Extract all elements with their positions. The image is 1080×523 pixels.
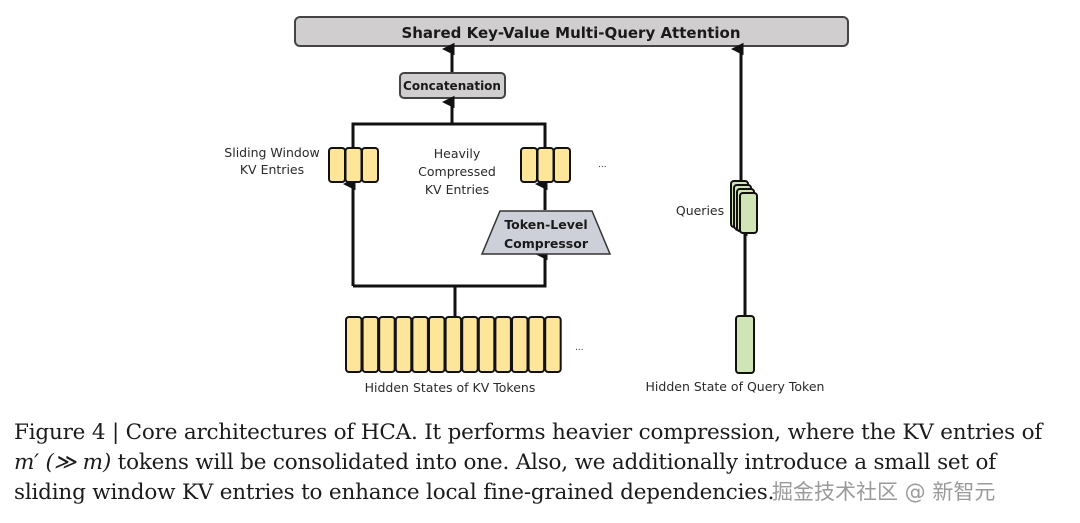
caption-line-2: m′ (≫ m) tokens will be consolidated int… (14, 448, 1074, 478)
caption-line-3: sliding window KV entries to enhance loc… (14, 480, 775, 505)
attention-block-label: Shared Key-Value Multi-Query Attention (401, 24, 740, 42)
query-token-hidden-state (735, 315, 755, 374)
sliding-window-label-line1: Sliding Window (224, 145, 319, 160)
compressed-ellipsis: ... (598, 160, 607, 170)
caption-line-1: Figure 4 | Core architectures of HCA. It… (14, 420, 1043, 445)
compressed-label-line3: KV Entries (425, 182, 489, 197)
compressed-label-line2: Compressed (418, 164, 496, 179)
sliding-window-entry (361, 147, 379, 183)
kv-token (378, 316, 396, 373)
compressed-entry (536, 147, 555, 183)
concatenation-label: Concatenation (403, 79, 501, 93)
kv-token (428, 316, 446, 373)
figure-caption: Figure 4 | Core architectures of HCA. It… (14, 418, 1074, 508)
sliding-window-entry (344, 147, 363, 183)
queries-label: Queries (676, 203, 724, 218)
kv-tokens-label: Hidden States of KV Tokens (365, 380, 536, 395)
sliding-window-kv-entries (328, 147, 379, 183)
caption-math: m′ (≫ m) (14, 450, 112, 475)
kv-tokens-ellipsis: ... (575, 343, 584, 353)
kv-token (527, 316, 546, 373)
kv-token (345, 316, 363, 373)
kv-token (544, 316, 562, 373)
caption-line-2-text: tokens will be consolidated into one. Al… (111, 450, 997, 475)
kv-token (494, 316, 512, 373)
queries-stack (730, 180, 758, 234)
line-merge-branches (351, 122, 547, 147)
line-kv-split (353, 262, 547, 288)
compressed-label-line1: Heavily (434, 146, 481, 161)
kv-token (361, 316, 380, 373)
concatenation-block: Concatenation (399, 72, 506, 99)
compressed-kv-entries (520, 147, 571, 183)
token-level-compressor: Token-Level Compressor (480, 210, 612, 255)
kv-token (394, 316, 413, 373)
connectors (342, 42, 748, 316)
watermark: 掘金技术社区 @ 新智元 (772, 480, 996, 504)
kv-token (477, 316, 496, 373)
compressed-entry (520, 147, 538, 183)
compressor-label-line1: Token-Level (504, 217, 587, 232)
attention-block: Shared Key-Value Multi-Query Attention (294, 16, 849, 47)
query-token-label: Hidden State of Query Token (646, 379, 825, 394)
kv-token (411, 316, 429, 373)
hca-architecture-diagram: Shared Key-Value Multi-Query Attention C… (224, 16, 849, 395)
sliding-window-entry (328, 147, 346, 183)
kv-token (461, 316, 479, 373)
kv-token-hidden-states (345, 316, 562, 373)
compressor-label-line2: Compressor (504, 236, 589, 251)
compressed-entry (553, 147, 571, 183)
query-card (739, 192, 758, 234)
kv-token (444, 316, 463, 373)
kv-token (511, 316, 529, 373)
sliding-window-label-line2: KV Entries (240, 162, 304, 177)
